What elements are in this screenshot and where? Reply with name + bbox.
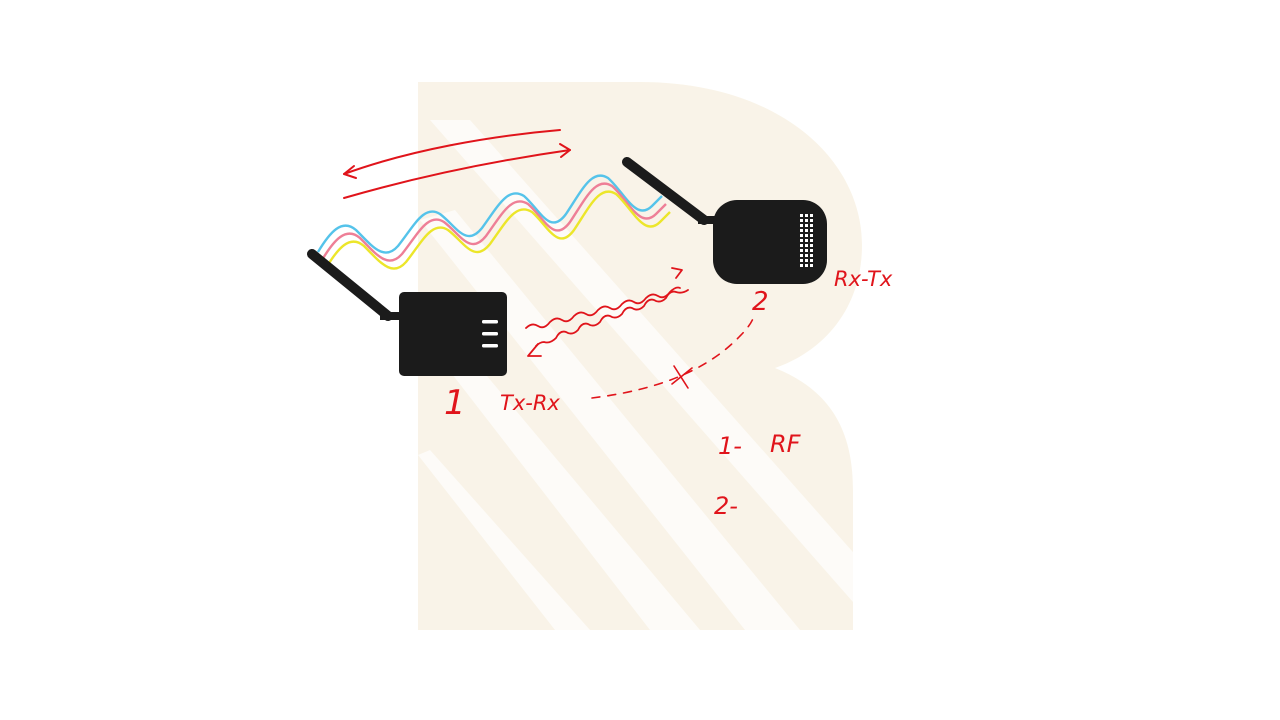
grille-dot <box>810 239 813 242</box>
grille-dot <box>810 264 813 267</box>
grille-dot <box>810 224 813 227</box>
radio-transceiver-icon <box>307 249 507 376</box>
wavy-arrow-to-device-2-head <box>671 267 683 279</box>
device-1-transceiver <box>307 249 507 376</box>
device-2-transceiver <box>622 157 827 284</box>
list-item-2-marker: 2- <box>714 492 738 520</box>
arrow-left-head <box>343 165 357 179</box>
radio-transceiver-icon <box>622 157 827 284</box>
list-item-1-text: RF <box>770 430 802 458</box>
wave-pink <box>320 182 667 262</box>
grille-dot <box>810 219 813 222</box>
list-item-1-marker: 1- <box>718 432 742 460</box>
dashed-curve <box>591 315 755 399</box>
grille-dot <box>800 229 803 232</box>
device-1-number: 1 <box>444 383 466 423</box>
arrow-right <box>343 149 571 199</box>
blocked-path <box>591 315 755 399</box>
grille-dot <box>800 239 803 242</box>
grille-dot <box>800 224 803 227</box>
speaker-grille <box>800 214 813 267</box>
grille-dot <box>805 224 808 227</box>
grille-dot <box>800 219 803 222</box>
grille-dot <box>810 249 813 252</box>
grille-dot <box>800 244 803 247</box>
grille-dot <box>805 234 808 237</box>
grille-dot <box>805 259 808 262</box>
grille-dot <box>810 234 813 237</box>
arrow-left <box>343 129 561 175</box>
grille-dot <box>810 244 813 247</box>
wavy-arrow-to-device-1 <box>535 289 689 347</box>
wavy-arrow-to-device-2 <box>525 286 681 329</box>
grille-dot <box>800 264 803 267</box>
wave-cyan <box>316 174 663 254</box>
grille-dot <box>800 214 803 217</box>
grille-dot <box>810 214 813 217</box>
grille-dot <box>805 229 808 232</box>
grille-dot <box>805 214 808 217</box>
grille-dot <box>800 234 803 237</box>
wavy-arrow-to-device-1-head <box>527 343 542 357</box>
top-bidirectional-arrows <box>343 129 571 199</box>
device-1-label: Tx-Rx <box>500 391 560 415</box>
radio-waves <box>316 174 671 270</box>
grille-dot <box>810 229 813 232</box>
middle-wavy-arrows <box>525 267 689 357</box>
cross-mark-icon <box>671 365 693 389</box>
grille-dot <box>805 264 808 267</box>
wave-yellow <box>324 190 671 270</box>
arrow-right-head <box>559 143 571 158</box>
grille-dot <box>805 254 808 257</box>
device-2-number: 2 <box>752 287 769 317</box>
device-2-label: Rx-Tx <box>834 267 893 291</box>
grille-dot <box>805 219 808 222</box>
grille-dot <box>810 259 813 262</box>
grille-dot <box>810 254 813 257</box>
grille-dot <box>800 259 803 262</box>
grille-dot <box>805 249 808 252</box>
grille-dot <box>800 254 803 257</box>
grille-dot <box>800 249 803 252</box>
grille-dot <box>805 244 808 247</box>
grille-dot <box>805 239 808 242</box>
